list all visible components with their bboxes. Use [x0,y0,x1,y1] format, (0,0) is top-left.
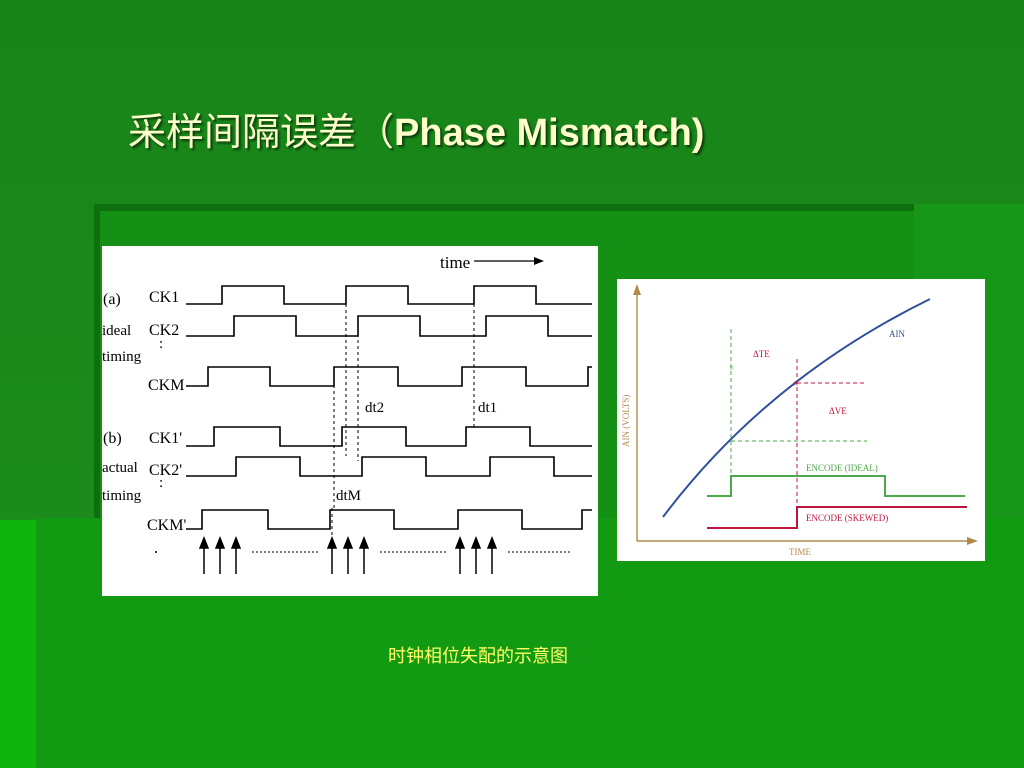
section-b-tag: (b) [103,430,122,447]
figure-caption: 时钟相位失配的示意图 [388,646,568,667]
signal-label-ckm-prime: CKM' [147,517,186,534]
encode-guide-lines [730,329,867,505]
encode-skewed-label: ENCODE (SKEWED) [806,513,888,523]
section-b-dots: : [159,475,163,491]
signal-label-ck2: CK2 [149,322,179,339]
x-axis-label: TIME [789,547,811,557]
title-chinese: 采样间隔误差（ [128,110,395,154]
delta-v-label: ΔVE [829,406,847,416]
annotation-dt1: dt1 [478,400,497,416]
annotation-dtm: dtM [336,488,361,504]
sample-mark-ideal: × [729,363,734,373]
encode-ideal-label: ENCODE (IDEAL) [806,463,878,473]
time-arrow-head [534,257,544,265]
background-shadow-edge [94,204,100,768]
signal-label-ckm: CKM [148,377,184,394]
section-a-dots: : [159,336,163,352]
encode-graph: AIN (VOLTS) TIME AIN × × ΔTE ΔVE ENCODE … [621,284,978,557]
dot-mark [155,551,157,553]
section-a-line1: ideal [102,323,131,339]
y-axis-label: AIN (VOLTS) [621,395,631,447]
encode-ideal-signal [707,475,965,497]
signal-curve [662,298,931,518]
waveform-ck2 [186,315,592,337]
annotation-dt2: dt2 [365,400,384,416]
curve-label: AIN [889,329,905,339]
timing-diagram-panel: time (a) ideal timing : (b) actual timin… [102,246,598,596]
signal-label-ck2-prime: CK2' [149,462,182,479]
signal-label-ck1: CK1 [149,289,179,306]
background-shadow-edge [94,204,914,211]
encode-graph-panel: AIN (VOLTS) TIME AIN × × ΔTE ΔVE ENCODE … [617,279,985,561]
background-block [0,520,36,768]
y-axis-arrow [633,284,641,295]
sampling-arrows [198,535,498,574]
guide-lines [331,286,475,546]
sample-mark-skewed: × [793,379,799,390]
timing-diagram: time (a) ideal timing : (b) actual timin… [102,253,592,574]
waveform-ckm [186,366,592,387]
delta-t-label: ΔTE [753,349,770,359]
encode-skewed-signal [707,506,967,529]
section-b-line2: timing [102,488,142,504]
waveform-ck1-prime [186,426,592,447]
section-a-tag: (a) [103,291,121,308]
waveform-ckm-prime [186,509,592,530]
x-axis-arrow [967,537,978,545]
time-label: time [440,253,470,272]
slide-title: 采样间隔误差（Phase Mismatch) [128,104,704,160]
title-english: Phase Mismatch) [394,112,705,154]
waveform-ck1 [186,285,592,305]
signal-label-ck1-prime: CK1' [149,430,182,447]
section-b-line1: actual [102,460,138,476]
waveform-ck2-prime [186,456,592,477]
section-a-line2: timing [102,349,142,365]
